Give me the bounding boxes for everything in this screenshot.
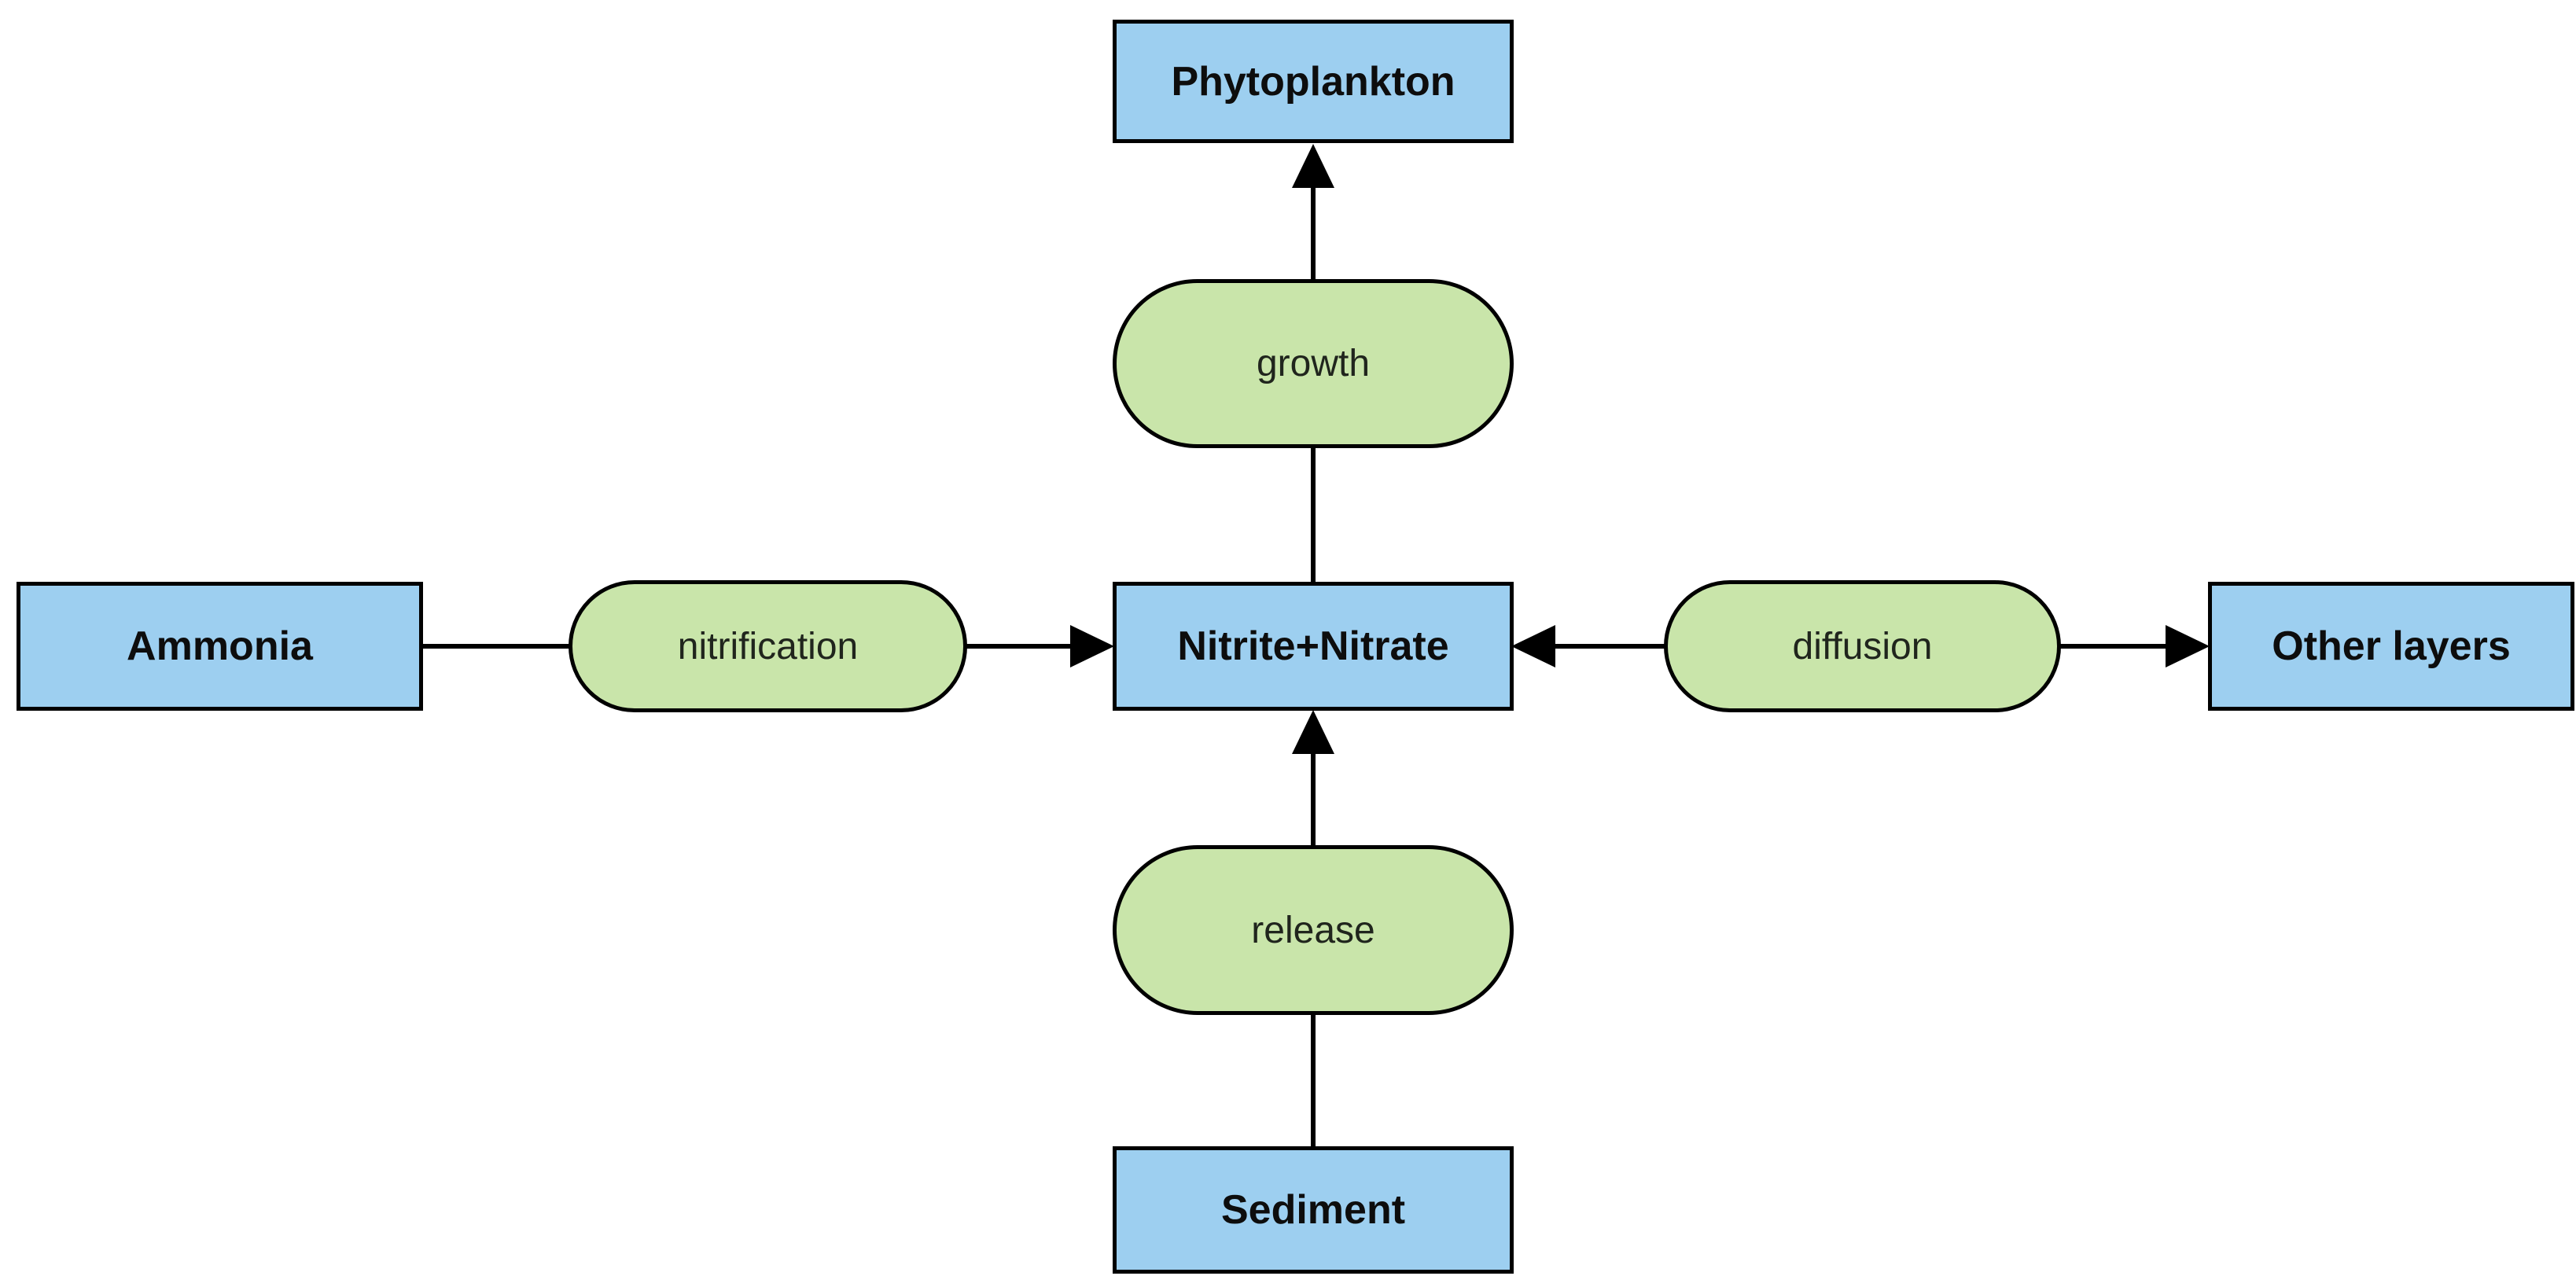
arrowhead-into-nitrite-left: [1070, 625, 1114, 667]
arrowhead-into-nitrite-bottom: [1292, 710, 1334, 754]
node-phytoplankton-label: Phytoplankton: [1171, 58, 1455, 105]
node-nitrite-nitrate-label: Nitrite+Nitrate: [1177, 623, 1449, 669]
process-growth: growth: [1113, 279, 1514, 448]
connector-diffusion-to-otherlayers: [2059, 644, 2168, 649]
arrowhead-into-otherlayers: [2166, 625, 2210, 667]
connector-release-to-nitrite: [1311, 752, 1316, 847]
connector-sediment-to-release: [1311, 1013, 1316, 1148]
node-other-layers-label: Other layers: [2272, 623, 2511, 669]
node-ammonia-label: Ammonia: [127, 623, 313, 669]
arrowhead-into-phytoplankton: [1292, 144, 1334, 188]
process-nitrification: nitrification: [569, 580, 967, 712]
node-ammonia: Ammonia: [17, 582, 423, 711]
process-diffusion: diffusion: [1664, 580, 2061, 712]
connector-ammonia-to-nitrification: [421, 644, 570, 649]
node-nitrite-nitrate: Nitrite+Nitrate: [1113, 582, 1514, 711]
process-nitrification-label: nitrification: [677, 625, 859, 667]
process-release: release: [1113, 845, 1514, 1015]
arrowhead-into-nitrite-right: [1511, 625, 1555, 667]
node-sediment: Sediment: [1113, 1146, 1514, 1274]
node-other-layers: Other layers: [2208, 582, 2574, 711]
connector-growth-to-phytoplankton: [1311, 185, 1316, 281]
connector-nitrification-to-nitrite: [966, 644, 1073, 649]
process-growth-label: growth: [1256, 343, 1371, 384]
node-phytoplankton: Phytoplankton: [1113, 20, 1514, 143]
connector-nitrite-to-growth: [1311, 447, 1316, 583]
process-diffusion-label: diffusion: [1792, 625, 1933, 667]
node-sediment-label: Sediment: [1220, 1187, 1406, 1233]
process-release-label: release: [1251, 909, 1375, 951]
connector-nitrite-to-diffusion: [1555, 644, 1665, 649]
